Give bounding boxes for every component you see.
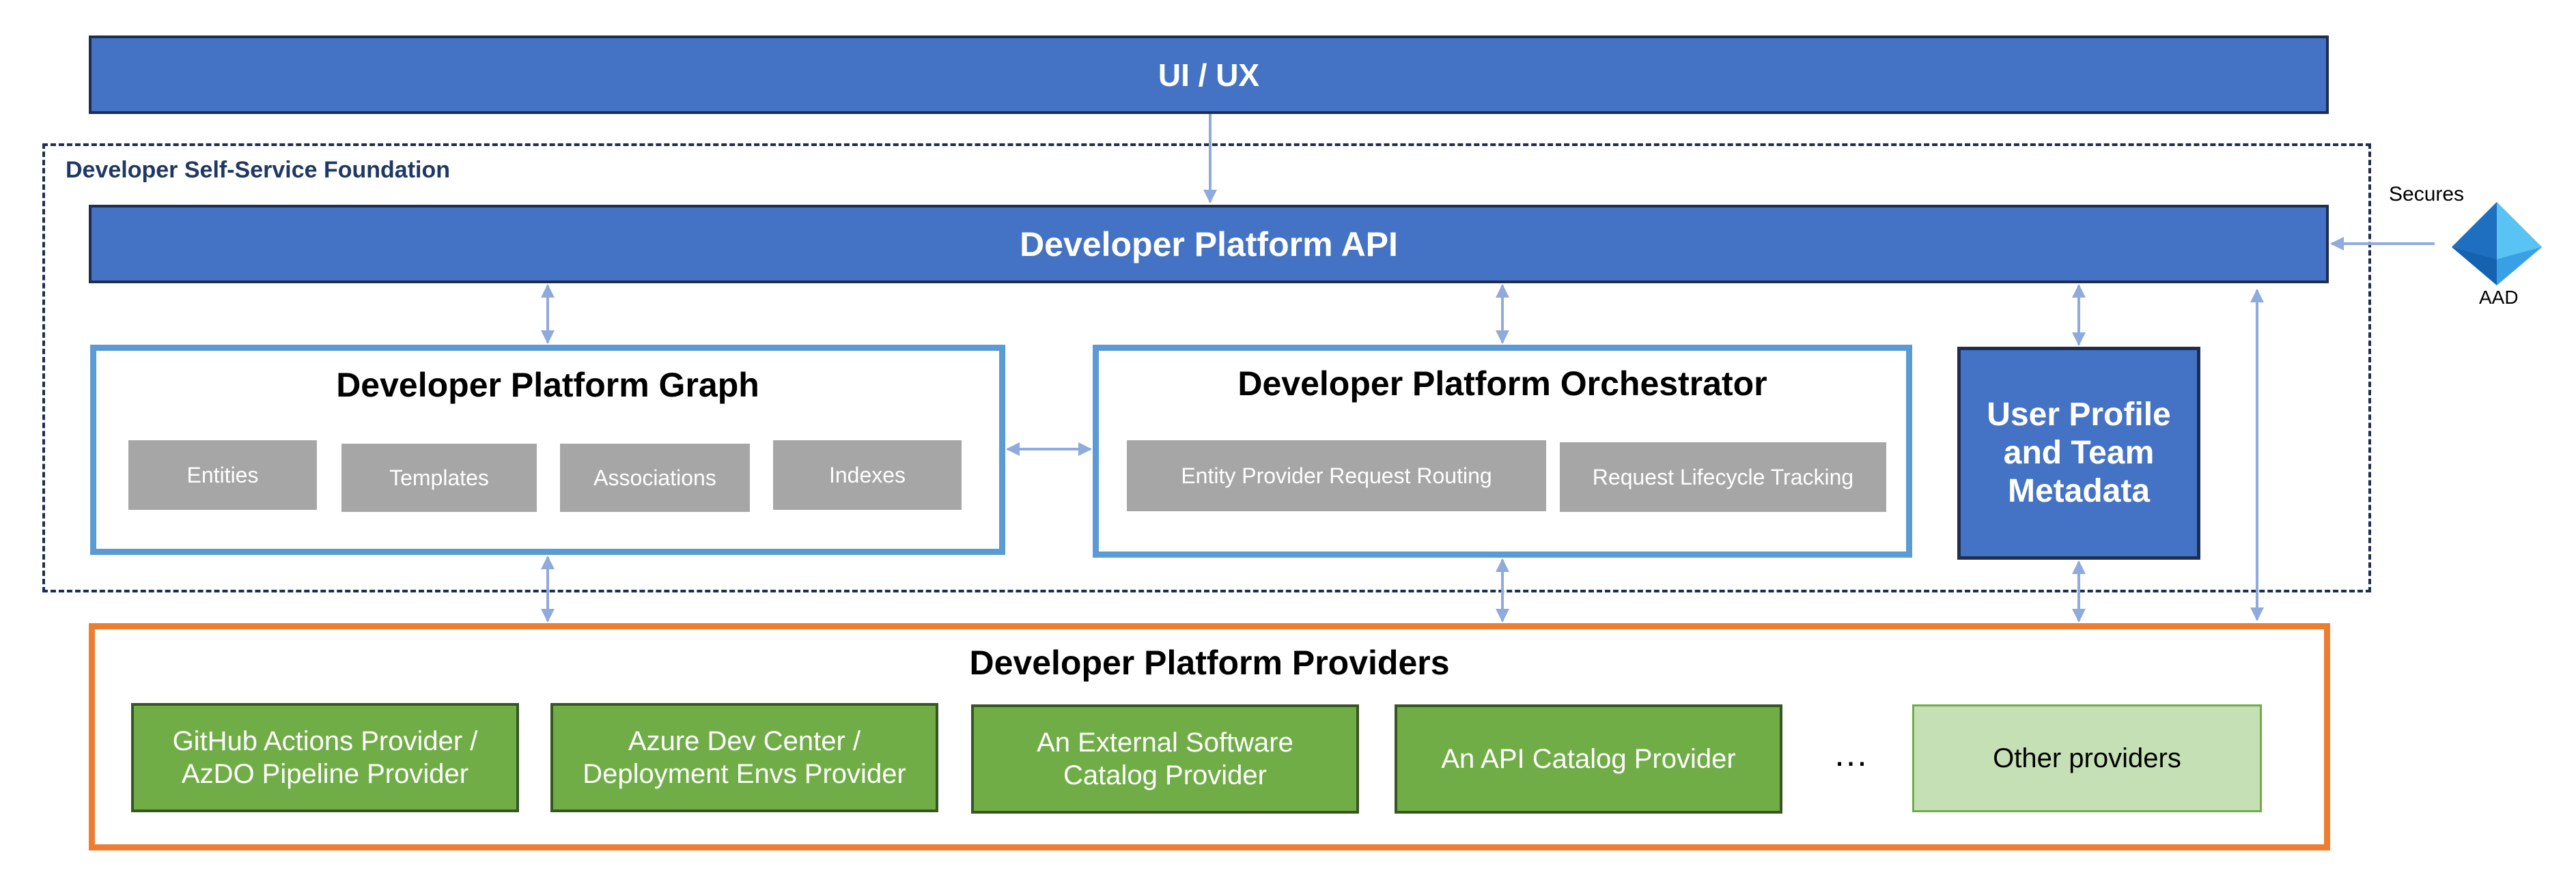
provider-line-2: AzDO Pipeline Provider [181, 759, 469, 789]
provider-line-1: Azure Dev Center / [628, 726, 861, 756]
developer-self-service-foundation [42, 143, 2371, 592]
provider-github-azdo: GitHub Actions Provider / AzDO Pipeline … [131, 703, 519, 812]
graph-chip-indexes: Indexes [773, 440, 962, 510]
user-profile-team-metadata: User Profile and Team Metadata [1957, 347, 2200, 560]
ui-ux-layer: UI / UX [89, 35, 2329, 114]
provider-line-2: Deployment Envs Provider [583, 759, 906, 789]
profile-line-2: and Team [2003, 435, 2155, 471]
orchestrator-chip-routing: Entity Provider Request Routing [1127, 440, 1546, 511]
foundation-label: Developer Self-Service Foundation [66, 157, 451, 183]
api-label: Developer Platform API [1020, 225, 1398, 263]
graph-chip-entities: Entities [128, 440, 317, 510]
aad-icon [2452, 202, 2542, 285]
aad-label: AAD [2479, 287, 2519, 308]
secures-label: Secures [2389, 183, 2465, 205]
provider-line-1: GitHub Actions Provider / [172, 726, 478, 756]
orchestrator-chip-lifecycle: Request Lifecycle Tracking [1560, 442, 1886, 512]
provider-other: Other providers [1912, 704, 2262, 812]
graph-chip-associations: Associations [560, 444, 750, 512]
providers-ellipsis: … [1833, 734, 1868, 774]
developer-platform-api: Developer Platform API [89, 205, 2329, 283]
profile-line-1: User Profile [1987, 397, 2171, 433]
provider-api-catalog: An API Catalog Provider [1395, 704, 1782, 814]
provider-line-2: Catalog Provider [1063, 760, 1267, 790]
provider-azure-dev-center: Azure Dev Center / Deployment Envs Provi… [550, 703, 938, 812]
graph-title: Developer Platform Graph [336, 366, 759, 404]
graph-chip-templates: Templates [341, 444, 537, 512]
profile-line-3: Metadata [2007, 473, 2151, 509]
ui-ux-label: UI / UX [1158, 57, 1260, 93]
providers-title: Developer Platform Providers [969, 644, 1450, 682]
provider-line-1: An API Catalog Provider [1441, 744, 1736, 774]
provider-line-1: An External Software [1037, 728, 1293, 758]
orchestrator-title: Developer Platform Orchestrator [1237, 364, 1767, 403]
provider-external-software-catalog: An External Software Catalog Provider [971, 704, 1359, 814]
